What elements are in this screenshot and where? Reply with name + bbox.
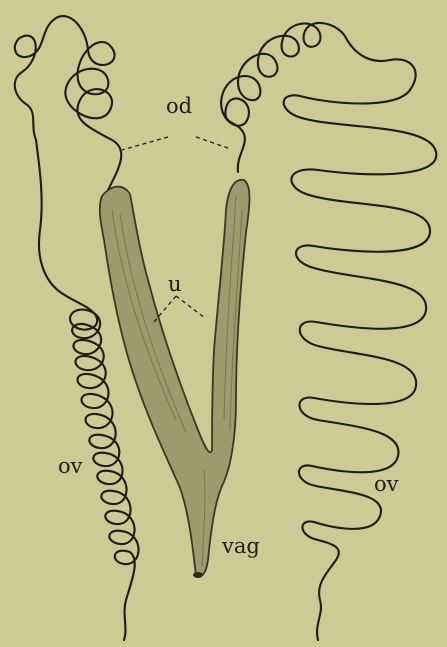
left-oviduct-coil (15, 16, 122, 190)
label-ov-left: ov (58, 454, 83, 478)
label-vag: vag (221, 534, 260, 558)
od-leader-left (122, 137, 168, 150)
right-oviduct-coil (221, 23, 416, 172)
uterus-body (100, 180, 250, 577)
label-u: u (168, 272, 182, 296)
od-leader-right (196, 137, 228, 148)
label-od: od (166, 94, 192, 118)
u-leader-right (176, 296, 205, 318)
right-ovary-coil (284, 90, 437, 640)
label-ov-right: ov (374, 472, 399, 496)
vagina-opening (193, 572, 203, 578)
